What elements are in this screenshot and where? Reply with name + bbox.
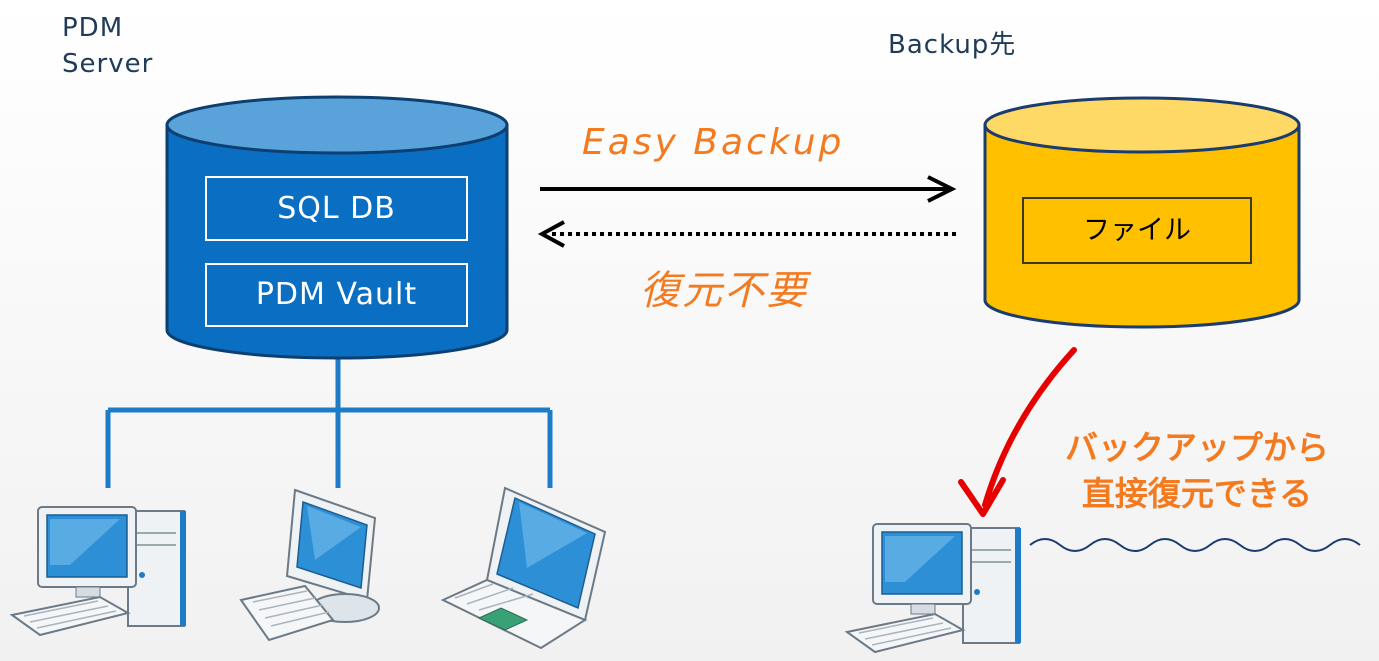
direct-restore-arrow <box>958 347 1077 517</box>
restore-target-computer-icon <box>844 523 1021 654</box>
restore-not-needed-arrow <box>537 220 956 248</box>
pdm-server-label: PDM Server <box>62 10 153 82</box>
direct-restore-callout: バックアップから 直接復元できる <box>1062 425 1332 517</box>
wavy-underline <box>1029 538 1361 552</box>
pdm-server-label-line1: PDM <box>62 13 124 43</box>
laptop-computer-icon <box>440 486 607 650</box>
direct-restore-line2: 直接復元できる <box>1081 474 1313 513</box>
backup-destination-label: Backup先 <box>888 30 1017 60</box>
backup-cylinder <box>983 96 1301 329</box>
sql-db-box: SQL DB <box>205 176 468 241</box>
desktop-computer-icon <box>9 506 186 637</box>
pdm-server-cylinder <box>165 95 509 360</box>
restore-not-needed-label: 復元不要 <box>640 268 808 314</box>
all-in-one-computer-icon <box>239 488 380 642</box>
network-lines <box>105 350 553 488</box>
pdm-vault-box: PDM Vault <box>205 263 468 327</box>
file-box: ファイル <box>1022 197 1252 264</box>
backup-arrow <box>540 175 957 203</box>
easy-backup-label: Easy Backup <box>582 122 845 163</box>
pdm-server-label-line2: Server <box>62 49 154 79</box>
direct-restore-line1: バックアップから <box>1065 428 1329 467</box>
